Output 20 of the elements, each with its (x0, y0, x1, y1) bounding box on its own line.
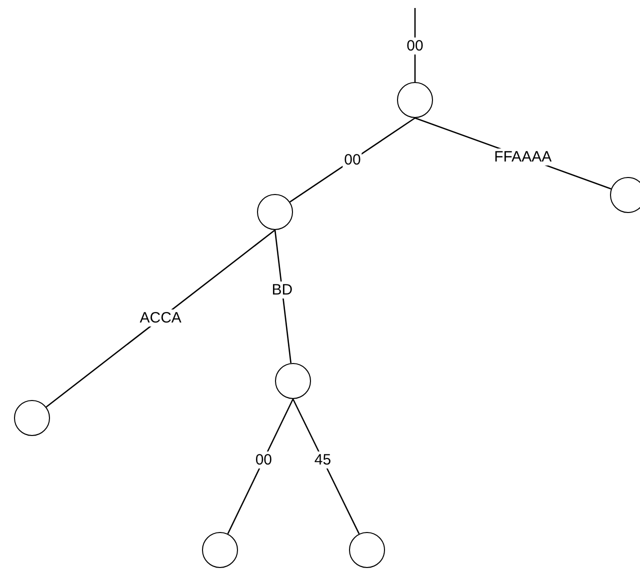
circle-node (257, 194, 293, 230)
edge-label: BD (270, 281, 294, 298)
circle-node (349, 532, 385, 568)
circle-node (202, 532, 238, 568)
connector-line (292, 398, 360, 534)
edge-label: 00 (343, 151, 362, 168)
connector-line (290, 117, 416, 202)
connector-line (227, 398, 294, 534)
edge-label: 00 (406, 38, 424, 55)
edge-label: 45 (313, 451, 332, 468)
connector-line (414, 8, 416, 82)
connector-line (274, 230, 292, 364)
edge-label: 00 (254, 451, 274, 468)
circle-node (397, 82, 433, 118)
edge-label: ACCA (138, 310, 182, 327)
circle-node (610, 177, 640, 213)
circle-node (275, 363, 311, 399)
circle-node (14, 400, 50, 436)
edge-label: FFAAAA (493, 148, 553, 166)
connector-line (46, 229, 276, 408)
